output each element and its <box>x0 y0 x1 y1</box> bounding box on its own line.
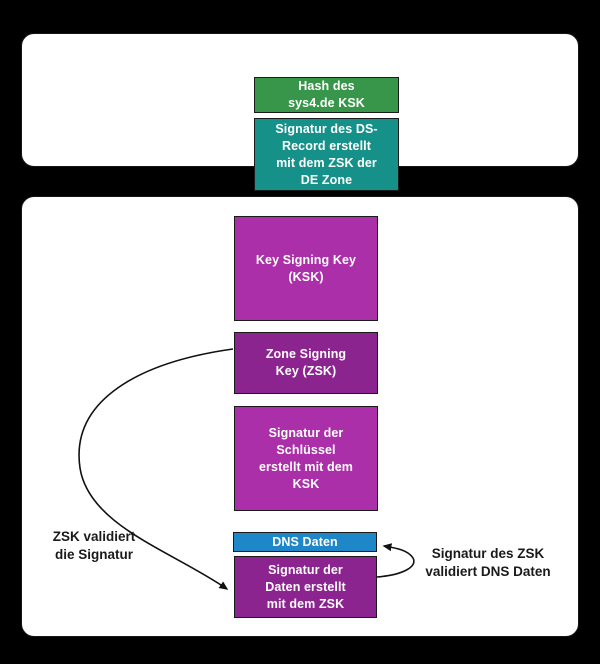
top-panel: Hash des sys4.de KSK Signatur des DS- Re… <box>21 33 579 191</box>
hash-des-ksk-box: Hash des sys4.de KSK <box>254 77 399 113</box>
zone-signing-key-box: Zone Signing Key (ZSK) <box>234 332 378 394</box>
zsk-validates-signature-label: ZSK validiert die Signatur <box>52 529 136 562</box>
dns-data-box: DNS Daten <box>233 532 377 552</box>
bottom-panel: Key Signing Key (KSK) Zone Signing Key (… <box>21 196 579 637</box>
data-signature-box: Signatur der Daten erstellt mit dem ZSK <box>234 556 377 618</box>
key-signature-box: Signatur der Schlüssel erstellt mit dem … <box>234 406 378 511</box>
ds-record-signature-box: Signatur des DS- Record erstellt mit dem… <box>254 118 399 191</box>
signature-validates-dns-label: Signatur des ZSK validiert DNS Daten <box>425 546 551 579</box>
key-signing-key-box: Key Signing Key (KSK) <box>234 216 378 321</box>
